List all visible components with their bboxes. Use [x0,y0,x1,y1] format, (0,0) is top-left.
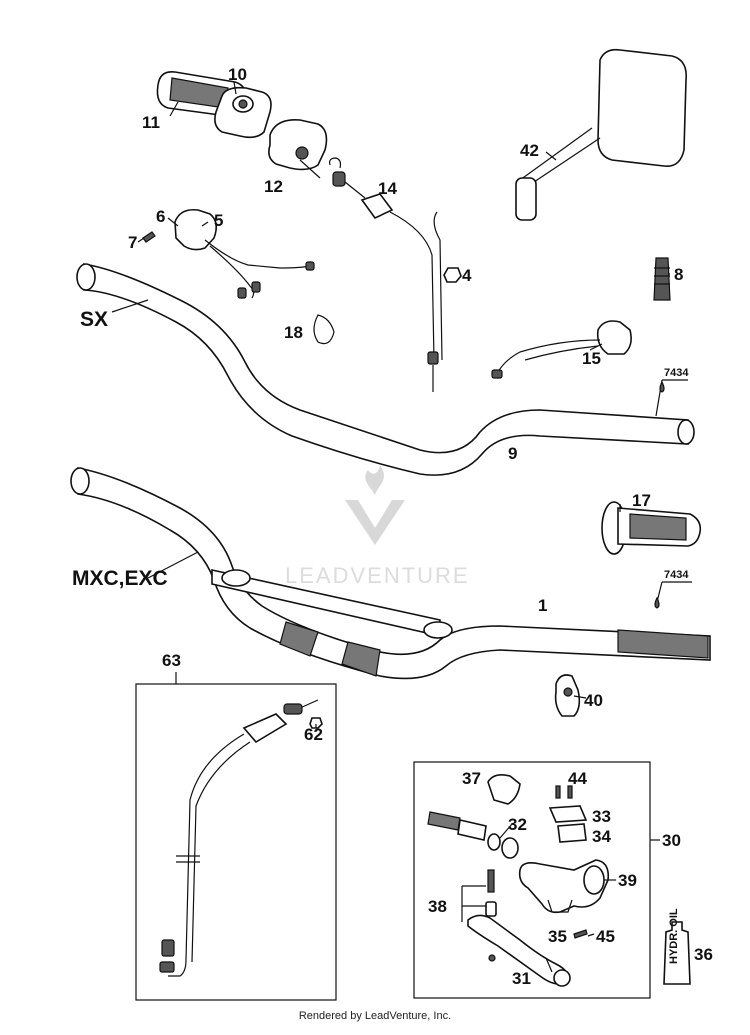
oil-bottle-label: HYDR. OIL [668,908,680,964]
sx-handlebar-part[interactable] [76,263,695,476]
callout-8: 8 [674,265,683,284]
callout-14: 14 [378,179,397,198]
callout-1: 1 [538,596,547,615]
callout-45: 45 [596,927,615,946]
callout-42: 42 [520,141,539,160]
callout-38: 38 [428,897,447,916]
callout-9: 9 [508,444,517,463]
callout-5: 5 [214,211,223,230]
nut-part[interactable] [443,267,462,283]
kill-switch-part[interactable] [174,208,315,299]
loctite-drop-a [659,380,665,393]
callout-31: 31 [512,969,531,988]
light-switch-part[interactable] [491,320,632,379]
callout-4: 4 [462,266,472,285]
grip-part[interactable] [601,501,702,555]
bolts-44-part[interactable] [555,785,573,799]
cover-33-part[interactable] [548,805,588,823]
clamp-part[interactable] [554,674,581,717]
throttle-cover-part[interactable] [268,118,328,171]
clutch-cable-box [135,672,337,1001]
reservoir-cap-part[interactable] [487,774,521,805]
loctite-drop-b [654,596,660,609]
watermark-text: LEADVENTURE [285,563,470,588]
callout-33: 33 [592,807,611,826]
callout-12: 12 [264,177,283,196]
watermark-logo: LEADVENTURE [285,465,470,588]
pin-38-part[interactable] [461,869,497,922]
cap-part[interactable] [653,257,671,301]
master-cylinder-box [413,761,660,999]
screw-35-45-part[interactable] [573,929,595,939]
callout-18: 18 [284,323,303,342]
loctite-label-b: 7434 [664,569,689,581]
piston-part[interactable] [427,811,519,859]
callout-62: 62 [304,725,323,744]
footer-credit: Rendered by LeadVenture, Inc. [298,1010,452,1022]
callout-35: 35 [548,927,567,946]
mxc-handlebar-part[interactable] [70,467,711,680]
throttle-grip-part[interactable] [156,70,272,139]
master-cylinder-body-part[interactable] [518,859,610,914]
mirror-part[interactable] [515,48,688,221]
callout-36: 36 [694,945,713,964]
sx-label: SX [80,308,108,331]
callout-32: 32 [508,815,527,834]
oil-bottle-part[interactable]: HYDR. OIL [663,908,691,985]
callout-37: 37 [462,769,481,788]
clutch-cable-part[interactable] [159,699,319,977]
callout-6: 6 [156,207,165,226]
callout-10: 10 [228,65,247,84]
loctite-label-a: 7434 [664,367,689,379]
mxc-exc-label: MXC,EXC [72,567,168,590]
callout-30: 30 [662,831,681,850]
callout-7: 7 [128,233,137,252]
callout-39: 39 [618,871,637,890]
cable-tie-part[interactable] [313,314,335,345]
callout-34: 34 [592,827,611,846]
callout-15: 15 [582,349,601,368]
throttle-cable-part[interactable] [329,157,443,392]
callout-11: 11 [142,113,160,132]
callout-17: 17 [632,491,651,510]
callout-63: 63 [162,651,181,670]
screw-part[interactable] [142,231,156,243]
callout-40: 40 [584,691,603,710]
seal-34-part[interactable] [557,823,587,843]
lever-part[interactable] [467,914,571,987]
cable-nut-part[interactable] [309,717,323,729]
callout-44: 44 [568,769,587,788]
